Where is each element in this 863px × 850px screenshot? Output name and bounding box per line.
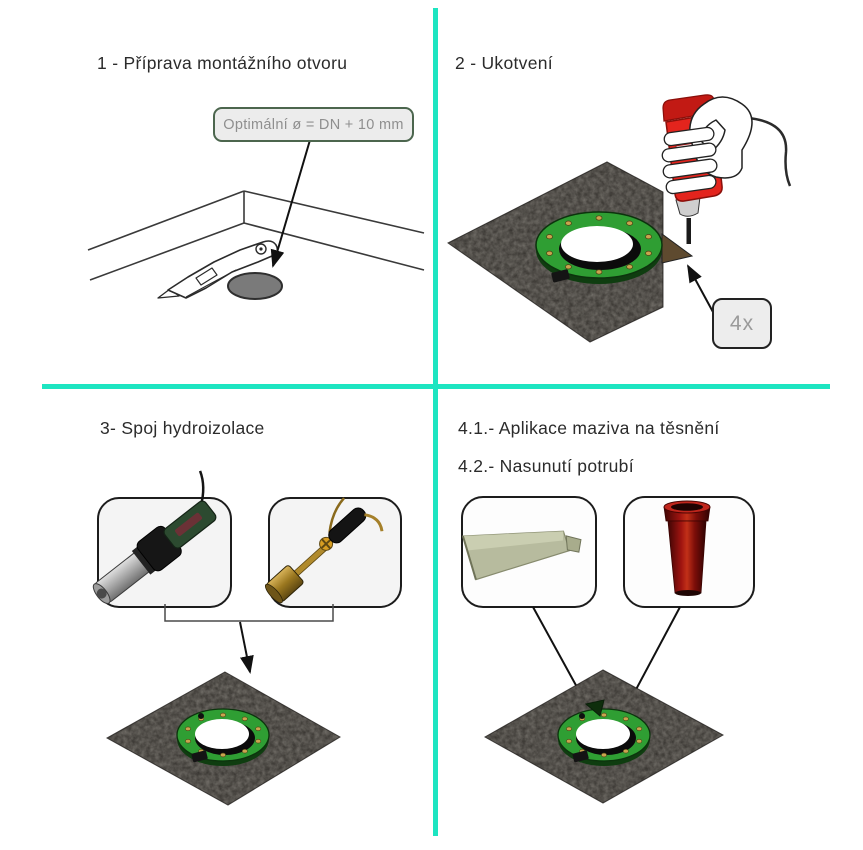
- grease-tube-icon: [461, 530, 582, 581]
- membrane-step4: [483, 669, 725, 804]
- callout-arrow: [270, 139, 311, 268]
- pipe-icon: [663, 500, 711, 596]
- diameter-callout: Optimální ø = DN + 10 mm: [213, 107, 414, 142]
- step2-title: 2 - Ukotvení: [455, 53, 553, 73]
- step1-title: 1 - Příprava montážního otvoru: [97, 53, 348, 73]
- anchor-count-label: 4x: [729, 311, 755, 335]
- floor-corner-drawing: [87, 190, 425, 281]
- count-arrow: [687, 264, 714, 313]
- gas-torch-icon: [264, 497, 384, 604]
- anchor-count-callout: 4x: [712, 298, 772, 349]
- step3-title: 3- Spoj hydroizolace: [100, 418, 265, 438]
- heat-gun-icon: [92, 470, 217, 605]
- horizontal-divider: [42, 384, 830, 389]
- cut-hole-icon: [227, 272, 283, 300]
- grease-applied-mark: [584, 699, 605, 717]
- step4-title-line2: 4.2.- Nasunutí potrubí: [458, 456, 634, 476]
- step4-title-line1: 4.1.- Aplikace maziva na těsnění: [458, 418, 720, 438]
- vertical-divider: [433, 8, 438, 836]
- utility-knife-icon: [157, 240, 279, 299]
- tools-bracket: [164, 604, 334, 622]
- membrane-step3: [105, 671, 341, 806]
- join-arrow: [239, 621, 254, 674]
- flange-step2: [535, 211, 663, 284]
- hand-icon: [661, 96, 753, 195]
- diameter-callout-label: Optimální ø = DN + 10 mm: [223, 116, 404, 133]
